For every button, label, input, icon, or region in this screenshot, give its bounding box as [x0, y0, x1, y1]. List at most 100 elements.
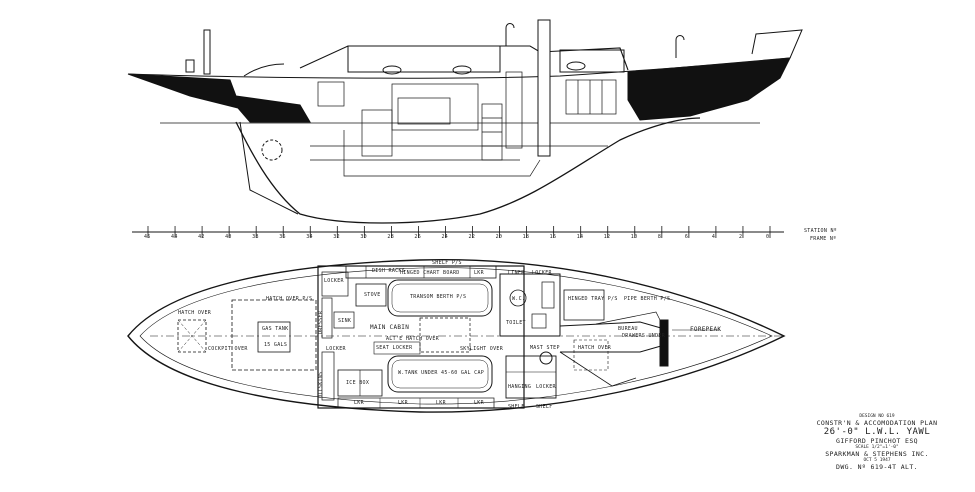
station-number: 12 [603, 234, 611, 240]
station-label: STATION Nº [804, 228, 838, 234]
label-lkr-bot-3: LKR [436, 400, 446, 406]
profile-port-1 [382, 65, 402, 75]
label-wc: W.C. [512, 296, 526, 302]
design-number: DESIGN NO 619 [859, 414, 895, 419]
label-shelf-bot-2: SHELF [536, 404, 553, 410]
station-number: 14 [576, 234, 584, 240]
label-skylight-over: SKYLIGHT OVER [460, 346, 504, 352]
label-water-tank: W.TANK UNDER 45-60 GAL CAP [398, 370, 485, 376]
profile-bow-fill [627, 57, 791, 121]
label-forepeak: FOREPEAK [690, 326, 722, 333]
label-oilskins: OILSKINS [318, 371, 324, 398]
firm-name: SPARKMAN & STEPHENS INC. [825, 450, 929, 458]
label-alt-hatch: ALT'E HATCH OVER [386, 336, 439, 342]
owner-name: GIFFORD PINCHOT ESQ [836, 437, 918, 445]
label-locker-top-l: LOCKER [324, 278, 344, 284]
profile-view [127, 19, 803, 224]
station-number: 0 [766, 234, 770, 240]
station-number: 38 [252, 234, 259, 240]
station-number: 46 [144, 234, 151, 240]
profile-vent-1 [505, 23, 515, 46]
station-number: 42 [198, 234, 205, 240]
plan-berth-port [387, 279, 493, 317]
profile-interior [310, 71, 617, 177]
station-number: 8 [657, 234, 662, 240]
frame-label: FRAME Nº [810, 236, 837, 242]
label-main-cabin: MAIN CABIN [370, 324, 410, 331]
plan-basin [531, 313, 547, 329]
plan-pipe-berth [659, 319, 669, 367]
label-bureau: BUREAU [618, 326, 638, 332]
station-number: 6 [684, 234, 689, 240]
label-hatch-over-aft: HATCH OVER [178, 310, 212, 316]
drawing-date: OCT 5 1947 [863, 458, 891, 463]
plan-cabin-hatch [419, 317, 471, 353]
label-hanging: HANGING [508, 384, 532, 390]
station-number: 28 [387, 234, 395, 240]
drawing-number: DWG. Nº 619-4T ALT. [836, 463, 918, 471]
station-number: 10 [630, 234, 638, 240]
plan-cockpit [231, 299, 317, 371]
station-number: 18 [522, 234, 530, 240]
plan-fwd-berth-2 [559, 351, 637, 387]
label-ice-box: ICE BOX [346, 380, 370, 386]
label-lkr-top: LKR [474, 270, 484, 276]
profile-rudder [239, 121, 299, 215]
label-shelf-bot: SHELF [508, 404, 525, 410]
label-seat-locker: SEAT LOCKER [376, 345, 413, 351]
plan-locker-aft [321, 271, 349, 297]
profile-port-2 [452, 65, 472, 75]
profile-vent-2 [675, 35, 685, 58]
label-liner: LINER [508, 270, 525, 276]
plan-bureau [595, 311, 661, 325]
plan-bottom-lockers [337, 397, 495, 409]
station-number: 30 [360, 234, 367, 240]
label-transom-berth: TRANSOM BERTH P/S [410, 294, 467, 300]
profile-winch [185, 59, 195, 73]
label-dresser: DRESSER [318, 310, 324, 334]
plan-view [127, 258, 786, 413]
station-number: 26 [414, 234, 422, 240]
plan-stove [355, 283, 387, 307]
plan-toilet-room [499, 273, 561, 337]
plan-sink [333, 311, 355, 329]
profile-mainmast [537, 19, 551, 157]
station-number: 44 [171, 234, 178, 240]
label-hinged-tray: HINGED TRAY P/S [568, 296, 618, 302]
profile-coachroof-fwd [559, 49, 625, 73]
station-number: 36 [279, 234, 286, 240]
profile-bow-pulpit [751, 29, 803, 59]
station-number: 22 [468, 234, 476, 240]
station-number: 40 [225, 234, 232, 240]
label-hatch-over-ps: HATCH OVER P/S [266, 296, 313, 302]
profile-cabin-house [299, 45, 629, 71]
station-number: 34 [306, 234, 313, 240]
label-locker-top-r: LOCKER [532, 270, 552, 276]
plan-hinged-tray [563, 289, 605, 321]
station-number: 32 [333, 234, 340, 240]
label-shelf-top: SHELF P/S [432, 260, 462, 266]
label-lkr-bot-4: LKR [474, 400, 484, 406]
label-locker-bot: LOCKER [536, 384, 556, 390]
profile-stern-fill [127, 73, 311, 123]
label-mast-step: MAST STEP [530, 345, 560, 351]
profile-port-3 [566, 61, 586, 71]
plan-locker-fwd [541, 281, 555, 309]
profile-propeller [261, 139, 283, 161]
plan-wc [509, 289, 527, 307]
label-hatch-over-fwd: HATCH OVER [578, 345, 612, 351]
drawing-scale: SCALE 1/2"=1'-0" [855, 445, 899, 450]
label-lkr-bot-2: LKR [398, 400, 408, 406]
drawing-title: CONSTR'N & ACCOMODATION PLAN [816, 419, 938, 427]
profile-tiller [243, 63, 285, 77]
plan-dresser [321, 297, 333, 339]
plan-mast-step [539, 351, 553, 365]
profile-mizzen-mast [203, 29, 211, 75]
profile-coachroof-aft [347, 45, 501, 73]
plan-berth-stbd [387, 355, 493, 393]
profile-sheer [127, 57, 791, 79]
station-number: 24 [441, 234, 449, 240]
station-number: 4 [711, 234, 716, 240]
plan-hull-outline [127, 258, 786, 413]
